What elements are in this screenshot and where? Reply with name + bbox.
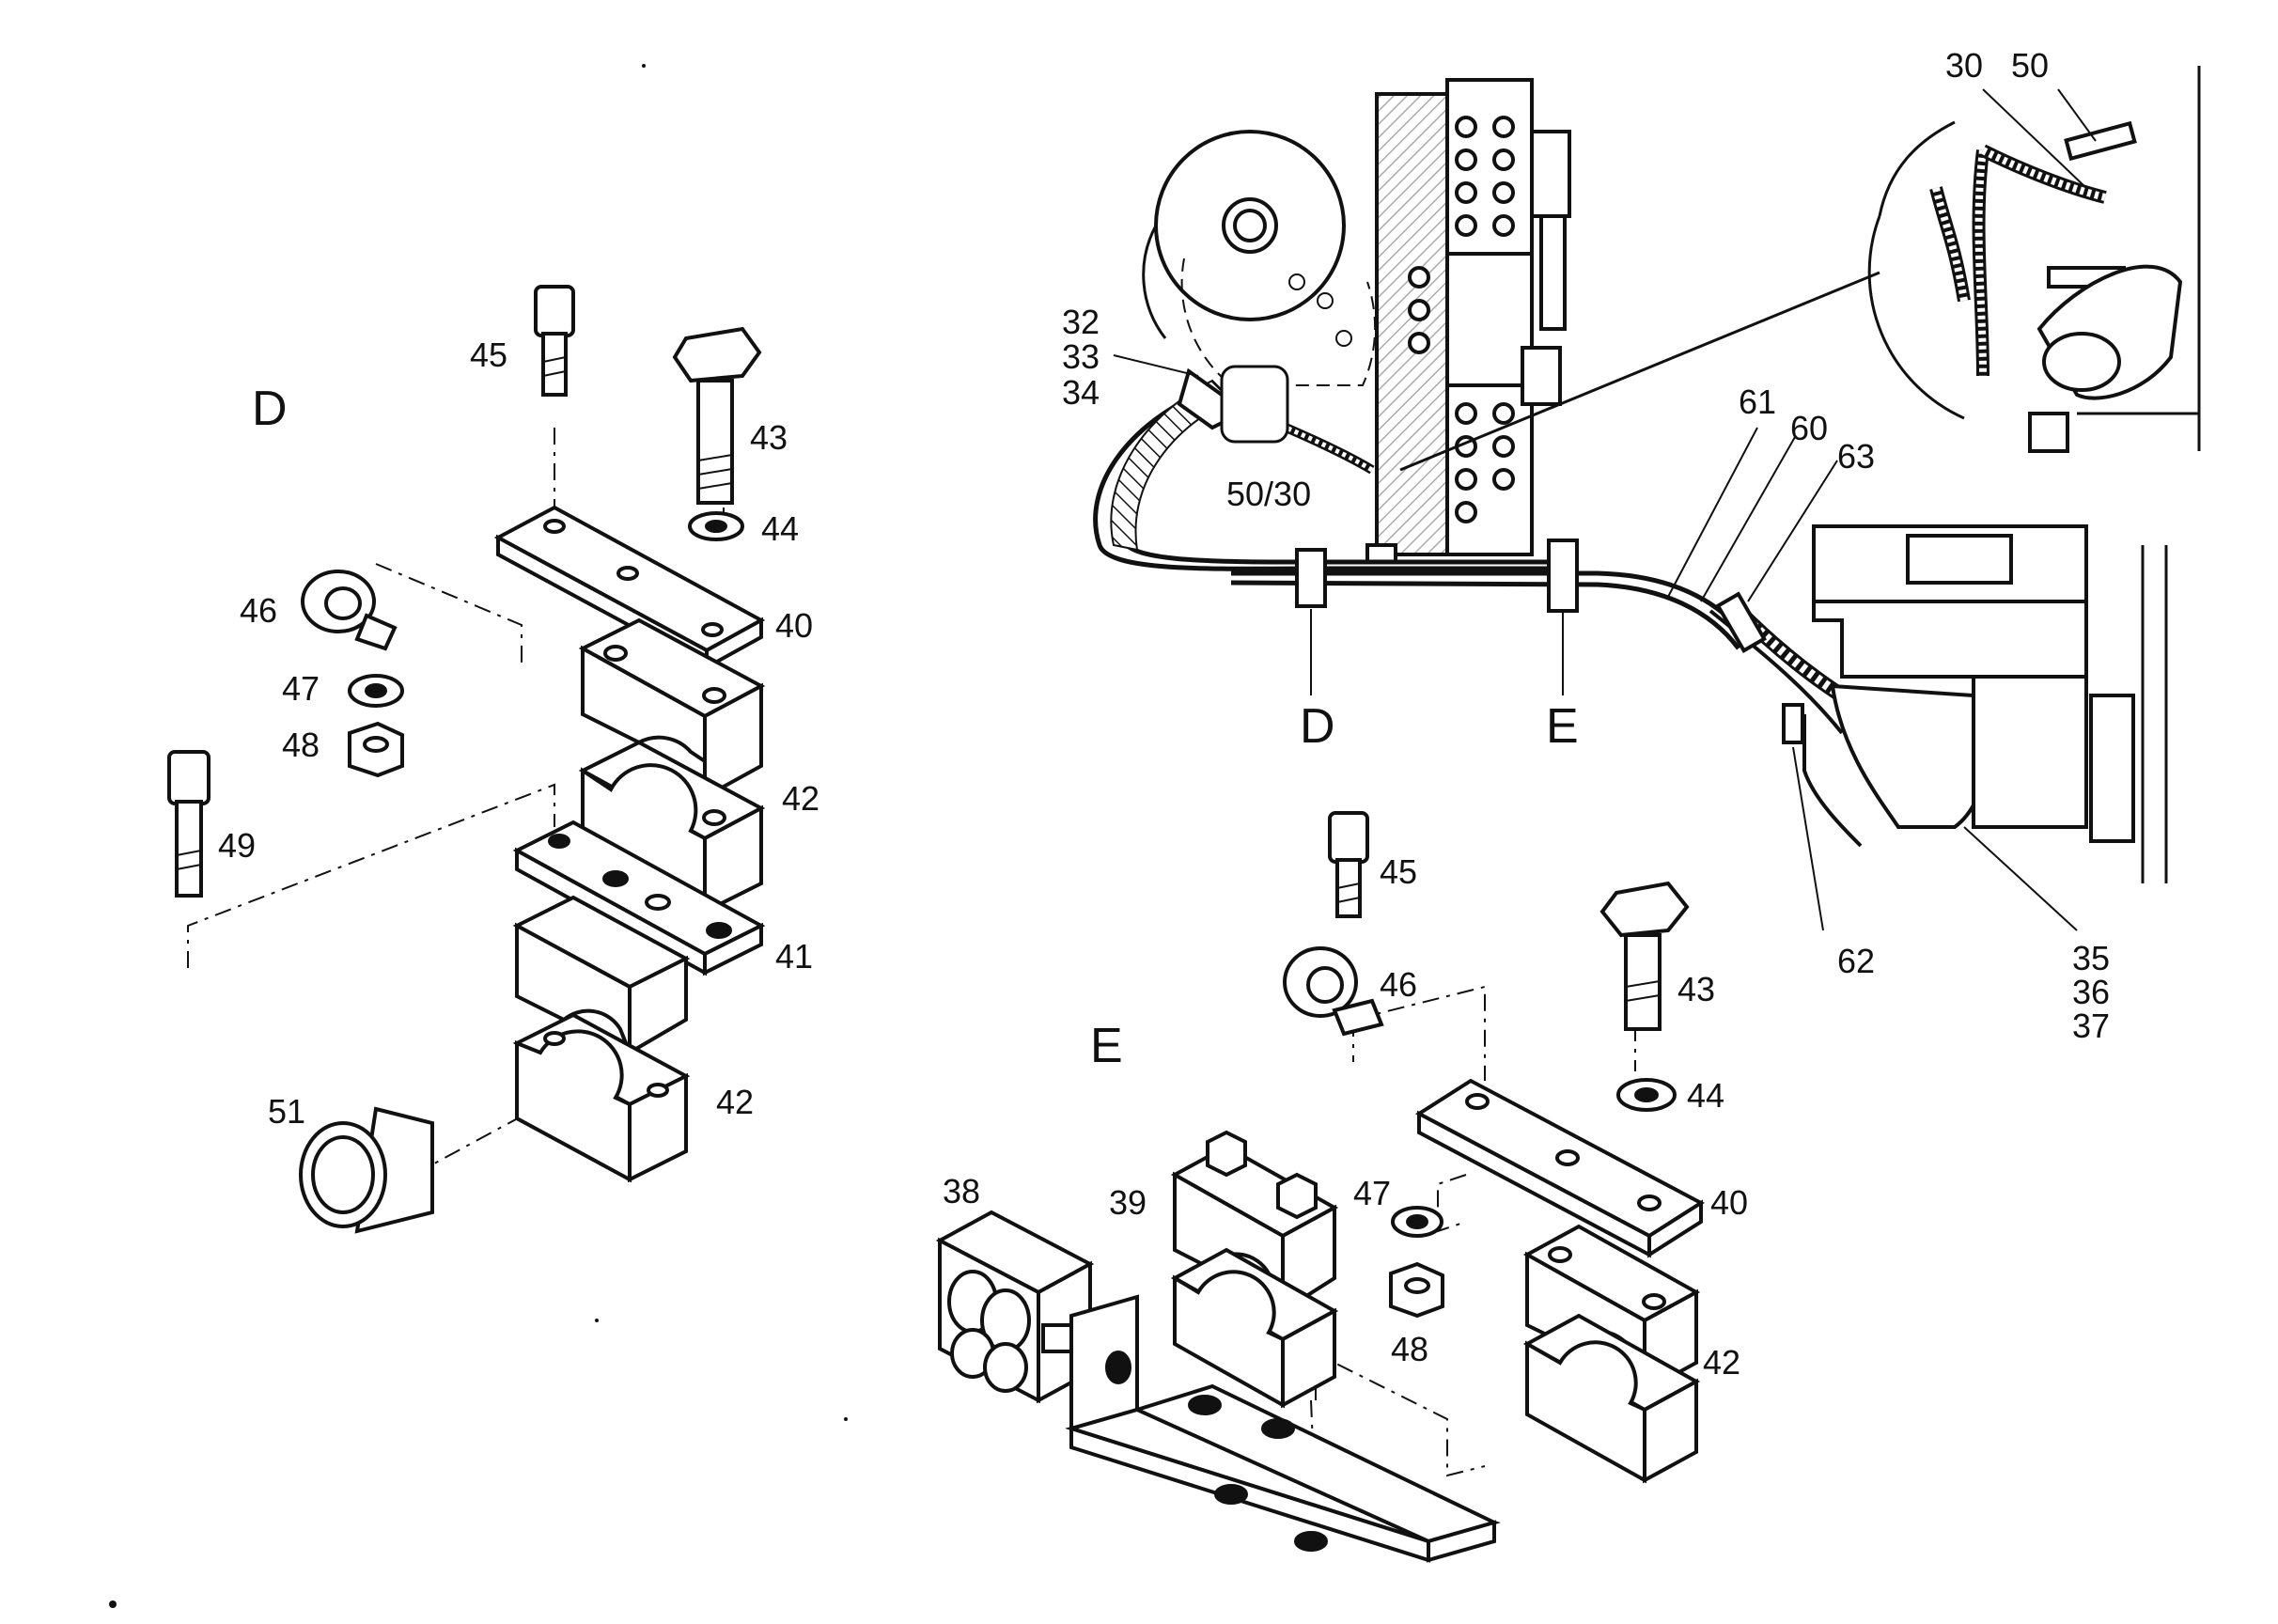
screw-49-d <box>167 750 211 898</box>
detail-view <box>1399 66 2201 472</box>
label-60: 60 <box>1790 409 1828 447</box>
clamp-46-e <box>1283 946 1384 1037</box>
clamp-d-installed <box>1295 548 1327 608</box>
injection-pump <box>1365 78 1571 564</box>
exploded-view-e <box>935 811 1705 1563</box>
section-label-e: E <box>1090 1019 1123 1073</box>
bolt-43-e <box>1599 881 1690 1031</box>
engine-assembly <box>1093 66 2201 883</box>
label-41: 41 <box>775 937 813 976</box>
label-62: 62 <box>1837 942 1875 980</box>
labels-top: 32 33 34 50/30 30 50 61 60 63 D E 62 35 … <box>1062 46 2110 1045</box>
label-50-30: 50/30 <box>1226 475 1311 513</box>
filter-housing <box>1802 524 2168 883</box>
clamp-e-installed <box>1547 539 1579 613</box>
label-42-lower: 42 <box>716 1083 754 1121</box>
label-61: 61 <box>1739 383 1776 421</box>
section-label-d: D <box>252 382 288 436</box>
bolt-43-d <box>672 326 762 505</box>
label-39-e: 39 <box>1109 1183 1147 1222</box>
section-label-d-installed: D <box>1300 699 1335 754</box>
label-50: 50 <box>2011 46 2049 85</box>
clamp-block-39-e <box>1170 1130 1339 1409</box>
label-40: 40 <box>775 606 813 645</box>
label-63: 63 <box>1837 437 1875 476</box>
label-38-e: 38 <box>943 1172 980 1210</box>
clamp-half-42-lower-e <box>1522 1313 1701 1484</box>
exploded-view-d <box>167 285 766 1234</box>
screw-45-e <box>1328 811 1369 918</box>
screw-45-d <box>534 285 575 397</box>
label-48-e: 48 <box>1391 1330 1428 1368</box>
label-47: 47 <box>282 669 320 708</box>
label-35: 35 <box>2072 939 2110 977</box>
label-36: 36 <box>2072 973 2110 1011</box>
label-45: 45 <box>470 336 507 374</box>
bracket-plate-e <box>1065 1294 1501 1563</box>
label-48: 48 <box>282 726 320 764</box>
plate-40-e <box>1415 1078 1705 1258</box>
label-46: 46 <box>240 591 277 630</box>
clamp-half-42-lowermid-d <box>512 895 691 1056</box>
labels-e: E 45 46 43 44 40 47 48 42 38 39 <box>943 852 1748 1382</box>
block-38-e <box>935 1210 1095 1404</box>
label-43-e: 43 <box>1677 970 1715 1008</box>
label-44-e: 44 <box>1687 1076 1724 1115</box>
clamp-half-42-upper-d <box>578 617 766 801</box>
bushing-51-d <box>299 1106 434 1234</box>
clamp-half-42-middle-d <box>578 740 766 915</box>
label-46-e: 46 <box>1380 965 1417 1004</box>
section-label-e-installed: E <box>1546 699 1579 754</box>
label-51: 51 <box>268 1092 305 1131</box>
label-34: 34 <box>1062 373 1100 412</box>
clamp-half-42-bottom-d <box>512 1012 691 1183</box>
clamp-46-d <box>301 570 398 651</box>
label-32: 32 <box>1062 303 1100 341</box>
label-42-e: 42 <box>1703 1343 1740 1382</box>
label-42-upper: 42 <box>782 779 819 818</box>
label-37: 37 <box>2072 1007 2110 1045</box>
scan-specks <box>109 64 848 1608</box>
clamp-62-installed <box>1782 703 1804 744</box>
label-45-e: 45 <box>1380 852 1417 891</box>
clamp-63-installed <box>1715 591 1767 653</box>
label-33: 33 <box>1062 337 1100 376</box>
label-40-e: 40 <box>1710 1183 1748 1222</box>
leader-lines-top <box>1113 88 2097 931</box>
label-49: 49 <box>218 826 256 865</box>
labels-d: D 45 43 44 40 46 47 48 42 49 41 51 42 <box>218 336 819 1131</box>
label-43: 43 <box>750 418 788 457</box>
label-30: 30 <box>1945 46 1983 85</box>
label-47-e: 47 <box>1353 1174 1391 1212</box>
label-44: 44 <box>761 509 799 548</box>
